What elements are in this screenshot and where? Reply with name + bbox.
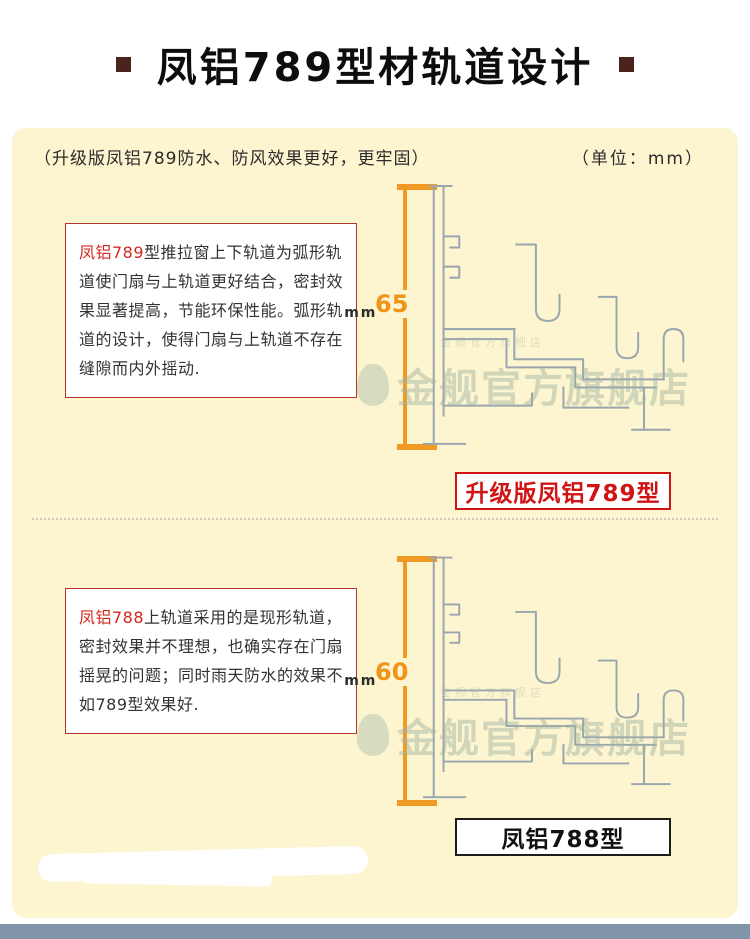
panel-subtitle: （升级版凤铝789防水、防风效果更好，更牢固） [34, 149, 430, 169]
watermark-logo-icon [357, 714, 389, 756]
dimension-cap-top [397, 556, 437, 562]
watermark-logo-icon [357, 364, 389, 406]
dimension-value-788: 60 [375, 658, 409, 686]
dimension-unit-789: mm [344, 305, 378, 321]
dimension-value-789: 65 [375, 290, 409, 318]
model-label-789: 升级版凤铝789型 [455, 472, 671, 510]
dimension-cap-top [397, 184, 437, 190]
title-square-left-icon [115, 56, 131, 72]
dimension-cap-bottom [397, 444, 437, 450]
profile-drawing-789-icon [418, 180, 703, 462]
unit-note: （单位：mm） [571, 149, 704, 169]
header: 凤铝789型材轨道设计 [0, 0, 750, 128]
desc-highlight-788: 凤铝788 [79, 608, 145, 627]
desc-body-788: 上轨道采用的是现形轨道，密封效果并不理想，也确实存在门扇摇晃的问题；同时雨天防水… [79, 608, 344, 714]
content-panel: （升级版凤铝789防水、防风效果更好，更牢固） （单位：mm） 凤铝789型推拉… [12, 128, 738, 918]
profile-drawing-788-icon [418, 552, 703, 814]
desc-box-788: 凤铝788上轨道采用的是现形轨道，密封效果并不理想，也确实存在门扇摇晃的问题；同… [65, 588, 357, 734]
page-title: 凤铝789型材轨道设计 [156, 45, 594, 91]
dotted-divider [32, 518, 718, 520]
desc-highlight-789: 凤铝789 [79, 243, 145, 262]
title-square-right-icon [619, 56, 635, 72]
model-label-788: 凤铝788型 [455, 818, 671, 856]
desc-body-789: 型推拉窗上下轨道为弧形轨道使门扇与上轨道更好结合，密封效果显著提高，节能环保性能… [79, 243, 344, 378]
desc-box-789: 凤铝789型推拉窗上下轨道为弧形轨道使门扇与上轨道更好结合，密封效果显著提高，节… [65, 223, 357, 398]
dimension-unit-788: mm [344, 673, 378, 689]
dimension-cap-bottom [397, 800, 437, 806]
white-scribble [81, 870, 273, 887]
footer-strip [0, 924, 750, 939]
